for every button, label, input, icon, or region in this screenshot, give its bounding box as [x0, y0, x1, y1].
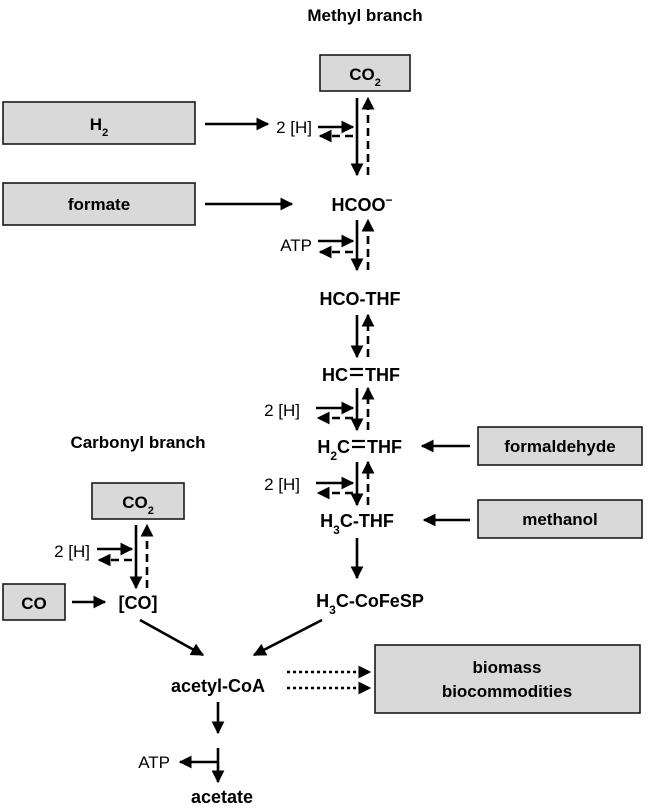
cofactor-2h-label: 2 [H] [264, 475, 300, 494]
formaldehyde-box: formaldehyde [477, 426, 643, 466]
cofactor-atp-label: ATP [138, 753, 170, 772]
cofactor-2h-label: 2 [H] [276, 118, 312, 137]
cofactor-2h-label: 2 [H] [264, 401, 300, 420]
acetyl-coa-to-acetate-arrows [178, 702, 225, 784]
acetate-node: acetate [191, 787, 253, 807]
carbonyl-branch-title: Carbonyl branch [70, 433, 205, 452]
svg-text:biocommodities: biocommodities [442, 682, 572, 701]
co2-methyl-box: CO2 [319, 54, 411, 92]
co2-to-co-arrows [97, 523, 154, 590]
acetyl-coa-to-biomass-arrows [287, 665, 372, 695]
svg-text:CO: CO [21, 594, 47, 613]
svg-text:methanol: methanol [522, 510, 598, 529]
co-box: CO [2, 583, 66, 621]
methyl-cofesp-to-acetyl-coa-arrow [252, 618, 323, 657]
svg-text:THF: THF [365, 365, 400, 385]
svg-text:HC: HC [322, 365, 348, 385]
methenyl-to-methylene-thf-arrows [316, 386, 375, 432]
svg-text:formaldehyde: formaldehyde [504, 437, 615, 456]
h2-box: H2 [2, 101, 196, 145]
svg-text:H2C: H2C [317, 437, 350, 463]
svg-text:CO2: CO2 [122, 493, 154, 517]
formate-box: formate [2, 182, 196, 226]
methyl-cofesp-node: H3C-CoFeSP [316, 591, 424, 617]
bound-co-node: [CO] [119, 593, 158, 613]
co2-carbonyl-box: CO2 [91, 482, 185, 520]
svg-text:biomass: biomass [473, 658, 542, 677]
svg-text:CO2: CO2 [349, 65, 381, 89]
cofactor-2h-label: 2 [H] [54, 542, 90, 561]
acetyl-coa-node: acetyl-CoA [171, 676, 265, 696]
formyl-to-methenyl-thf-arrows [350, 313, 375, 359]
methenyl-thf-node: HC THF [322, 365, 400, 385]
svg-text:H2: H2 [90, 115, 108, 139]
methyl-branch-title: Methyl branch [307, 6, 422, 25]
methanol-box: methanol [477, 499, 643, 539]
co-to-acetyl-coa-arrow [139, 618, 205, 657]
methyl-thf-node: H3C-THF [320, 511, 394, 537]
biomass-box: biomass biocommodities [374, 644, 641, 714]
methylene-to-methyl-thf-arrows [316, 460, 375, 507]
formate-to-formyl-thf-arrows [318, 218, 375, 272]
formyl-thf-node: HCO-THF [320, 289, 401, 309]
cofactor-atp-label: ATP [280, 236, 312, 255]
formate-ion-node: HCOO− [331, 193, 392, 215]
methylene-thf-node: H2C THF [317, 437, 402, 463]
co2-to-formate-arrows [318, 96, 375, 177]
svg-text:THF: THF [367, 437, 402, 457]
svg-text:formate: formate [68, 195, 130, 214]
